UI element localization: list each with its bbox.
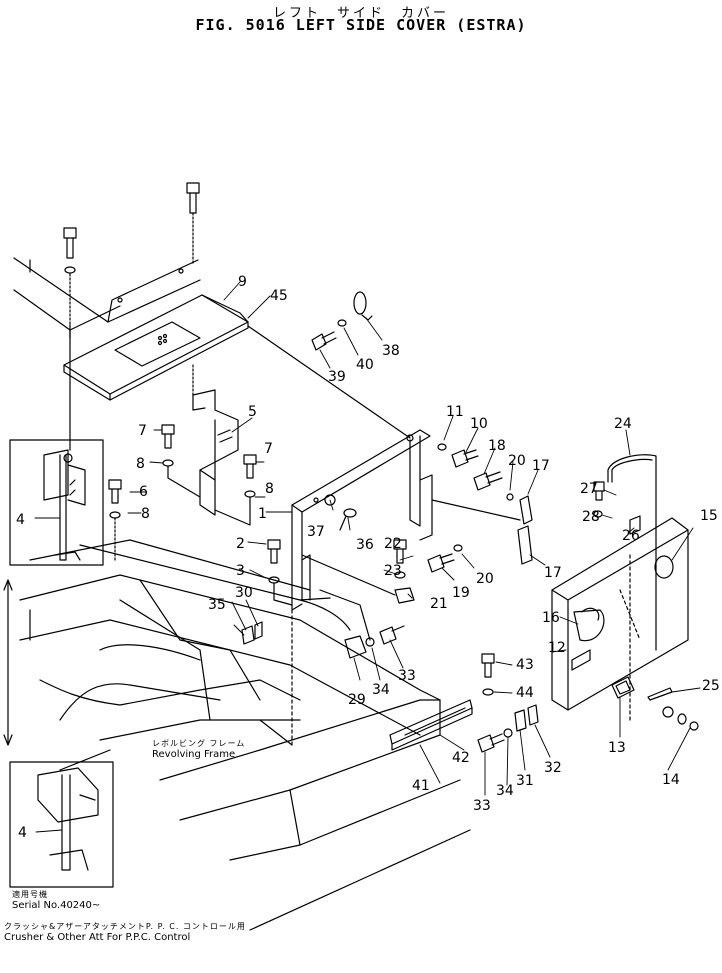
callout-21: 21: [430, 596, 448, 612]
title-japanese: レフト サイド カバー: [272, 6, 449, 21]
handle-13: [611, 676, 699, 731]
cover-bolts: [63, 182, 200, 451]
bolt-38-39-40: [247, 291, 411, 439]
callout-10: 10: [470, 416, 488, 432]
callout-34: 34: [496, 783, 514, 799]
callout-22: 22: [384, 536, 402, 552]
callout-4: 4: [16, 512, 25, 528]
callout-5: 5: [248, 404, 257, 420]
figure-title: FIG. 5016 LEFT SIDE COVER (ESTRA): [195, 16, 527, 34]
callout-30: 30: [235, 585, 253, 601]
callout-34: 34: [372, 682, 390, 698]
frame-1: [291, 429, 433, 746]
callout-25: 25: [702, 678, 720, 694]
inset-part-4-upper: [9, 439, 104, 566]
callout-14: 14: [662, 772, 680, 788]
leader-lines: [34, 281, 701, 833]
callout-17: 17: [544, 565, 562, 581]
callout-43: 43: [516, 657, 534, 673]
callout-29: 29: [348, 692, 366, 708]
callout-20: 20: [476, 571, 494, 587]
hinge-17: [517, 495, 533, 565]
bolt-22: [301, 539, 415, 604]
callout-44: 44: [516, 685, 534, 701]
callout-8: 8: [141, 506, 150, 522]
callout-2: 2: [236, 536, 245, 552]
callout-15: 15: [700, 508, 718, 524]
callout-7: 7: [264, 441, 273, 457]
bolt-2: [267, 539, 293, 606]
callout-40: 40: [356, 357, 374, 373]
callout-26: 26: [622, 528, 640, 544]
bolt-set-lower: [477, 704, 539, 753]
callout-36: 36: [356, 537, 374, 553]
revolving-frame-label: レボルビング フレーム Revolving Frame: [152, 739, 246, 760]
callout-37: 37: [307, 524, 325, 540]
callout-31: 31: [516, 773, 534, 789]
frame-leader: [259, 719, 293, 746]
serial-label: 適用号機 Serial No.40240~: [12, 890, 101, 911]
callout-8: 8: [136, 456, 145, 472]
stopper-25: [647, 687, 673, 701]
callout-20: 20: [508, 453, 526, 469]
callout-33: 33: [398, 668, 416, 684]
bolt-36-37: [324, 494, 357, 531]
callout-13: 13: [608, 740, 626, 756]
callout-16: 16: [542, 610, 560, 626]
callout-17: 17: [532, 458, 550, 474]
callout-numbers: 1234456778889101112131415161717181920202…: [16, 274, 720, 841]
callout-39: 39: [328, 369, 346, 385]
callout-19: 19: [452, 585, 470, 601]
bolt-6: [108, 479, 122, 561]
callout-1: 1: [258, 506, 267, 522]
callout-18: 18: [488, 438, 506, 454]
callout-45: 45: [270, 288, 288, 304]
callout-38: 38: [382, 343, 400, 359]
callout-3: 3: [236, 563, 245, 579]
top-cover-plate: [13, 257, 201, 339]
rod-24: [607, 454, 657, 651]
callout-6: 6: [139, 484, 148, 500]
callout-11: 11: [446, 404, 464, 420]
side-door-12: [551, 517, 689, 721]
bracket-5: [161, 364, 257, 526]
callout-12: 12: [548, 640, 566, 656]
bolt-set-right: [427, 443, 521, 573]
callout-28: 28: [582, 509, 600, 525]
callout-9: 9: [238, 274, 247, 290]
callout-27: 27: [580, 481, 598, 497]
bolt-set-middle: [241, 621, 405, 659]
callout-33: 33: [473, 798, 491, 814]
callout-4: 4: [18, 825, 27, 841]
callout-41: 41: [412, 778, 430, 794]
callout-42: 42: [452, 750, 470, 766]
bolt-27-28: [593, 481, 605, 518]
inset-part-4-lower: [9, 761, 114, 888]
callout-7: 7: [138, 423, 147, 439]
callout-32: 32: [544, 760, 562, 776]
crusher-label: クラッシャ&アザーアタッチメントP. P. C. コントロール用 Crusher…: [4, 922, 246, 943]
double-arrow: [3, 579, 13, 746]
callout-8: 8: [265, 481, 274, 497]
callout-24: 24: [614, 416, 632, 432]
rails-41-42: [389, 699, 473, 751]
callout-23: 23: [384, 563, 402, 579]
bolt-43-44: [481, 653, 495, 696]
callout-35: 35: [208, 597, 226, 613]
